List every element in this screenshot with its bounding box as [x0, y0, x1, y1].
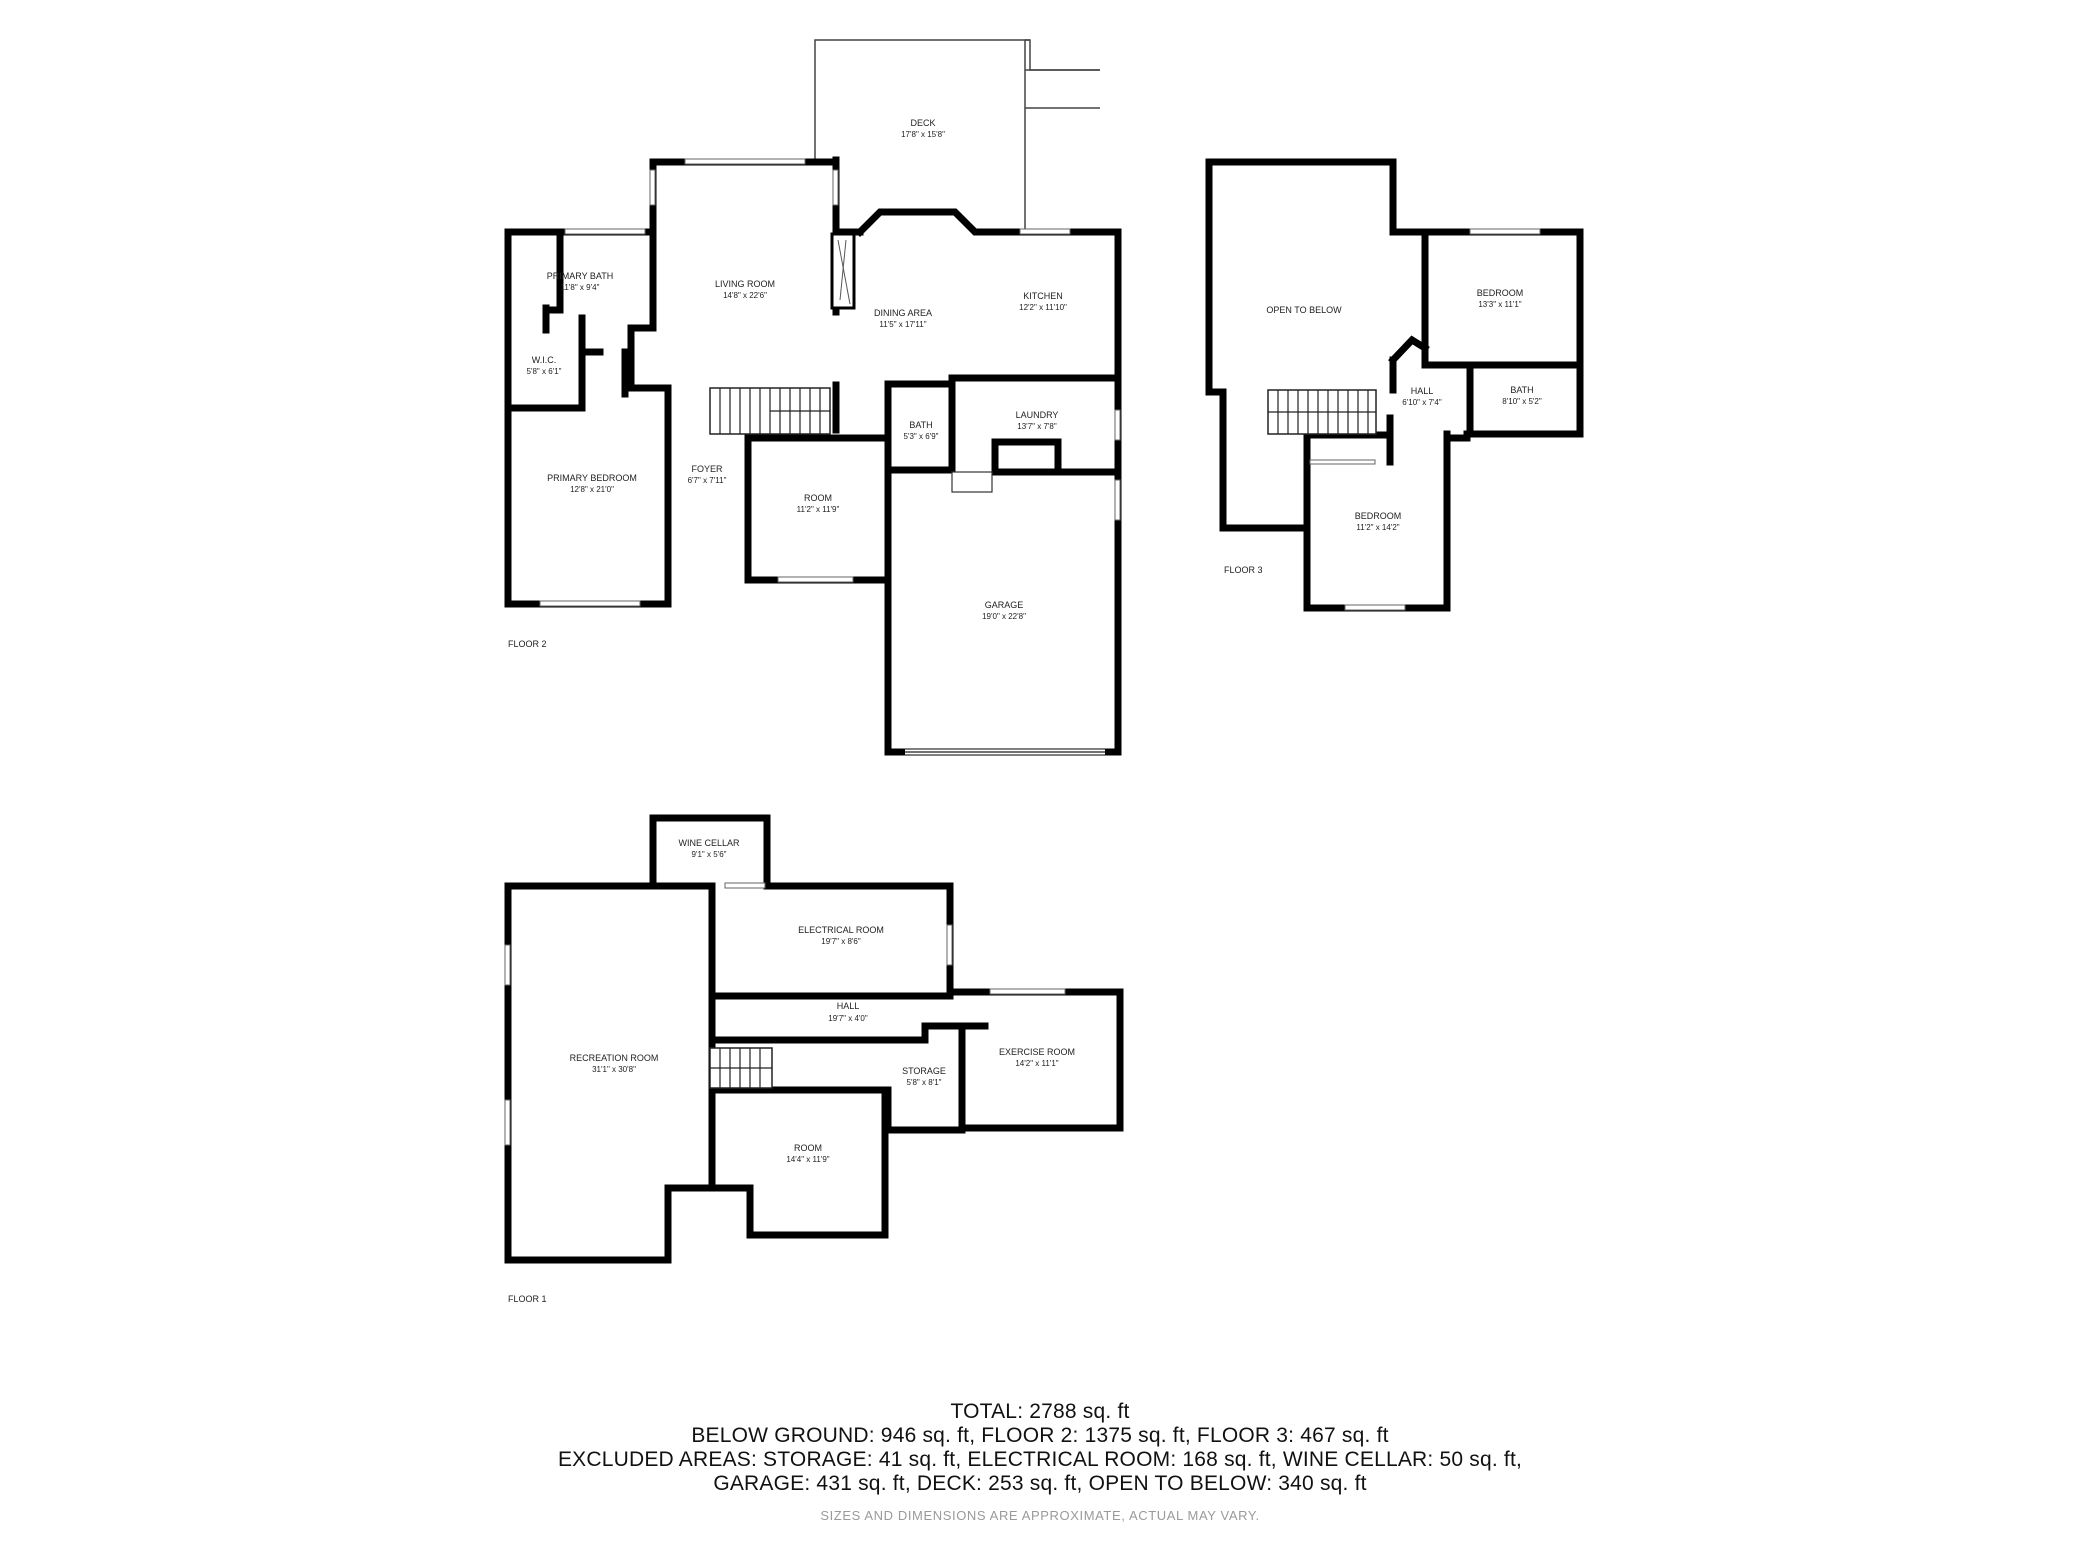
room-dimensions: 12'8" x 21'0" — [570, 485, 614, 494]
room-name: LIVING ROOM — [715, 279, 775, 289]
room-name: GARAGE — [985, 600, 1024, 610]
room-name: OPEN TO BELOW — [1266, 305, 1342, 315]
deck-outline — [814, 39, 1026, 232]
floor-1-stairs — [709, 1047, 773, 1089]
excluded-areas-continued: GARAGE: 431 sq. ft, DECK: 253 sq. ft, OP… — [713, 1472, 1367, 1495]
room-name: DECK — [910, 118, 935, 128]
room-dimensions: 14'4" x 11'9" — [786, 1155, 829, 1164]
total-area: TOTAL: 2788 sq. ft — [950, 1400, 1130, 1423]
room-dimensions: 5'3" x 6'9" — [904, 432, 939, 441]
room-dimensions: 11'2" x 11'9" — [797, 505, 840, 514]
garage-walls — [884, 466, 1122, 756]
room-dimensions: 13'7" x 7'8" — [1017, 422, 1057, 431]
floor-2-stairs — [709, 387, 831, 435]
room-dimensions: 6'7" x 7'11" — [688, 476, 727, 485]
room-dimensions: 8'10" x 5'2" — [1502, 397, 1542, 406]
room-name: W.I.C. — [532, 355, 557, 365]
disclaimer: SIZES AND DIMENSIONS ARE APPROXIMATE, AC… — [820, 1508, 1260, 1523]
floor-3-stairs — [1267, 389, 1377, 435]
living-room-walls — [649, 158, 840, 236]
room-name: PRIMARY BATH — [547, 271, 614, 281]
room-name: BEDROOM — [1477, 288, 1524, 298]
room-name: ROOM — [804, 493, 832, 503]
floor-label: FLOOR 3 — [1224, 565, 1263, 575]
room-dimensions: 14'2" x 11'1" — [1015, 1059, 1058, 1068]
dining-kitchen-walls — [855, 208, 1122, 382]
room-dimensions: 6'10" x 7'4" — [1402, 398, 1442, 407]
room-dimensions: 5'8" x 6'1" — [527, 367, 562, 376]
room-dimensions: 14'8" x 22'6" — [723, 291, 767, 300]
room-name: BATH — [1510, 385, 1533, 395]
floor-2-plan: DECK 17'8" x 15'8" LIVING ROOM 14'8" x 2… — [504, 39, 1122, 756]
room-dimensions: 12'2" x 11'10" — [1019, 303, 1067, 312]
room-name: DINING AREA — [874, 308, 932, 318]
room-name: RECREATION ROOM — [570, 1053, 659, 1063]
room-dimensions: 11'5" x 17'11" — [879, 320, 926, 329]
room-dimensions: 9'1" x 5'6" — [692, 850, 727, 859]
floor-label: FLOOR 2 — [508, 639, 547, 649]
room-name: WINE CELLAR — [678, 838, 740, 848]
room-name: ELECTRICAL ROOM — [798, 925, 884, 935]
room-dimensions: 17'8" x 15'8" — [901, 130, 945, 139]
room-name: LAUNDRY — [1016, 410, 1059, 420]
floor-3-plan: OPEN TO BELOW BEDROOM 13'3" x 11'1" HALL… — [1205, 158, 1584, 612]
room-dimensions: 11'8" x 9'4" — [561, 283, 600, 292]
room-name: BATH — [909, 420, 932, 430]
room-name: EXERCISE ROOM — [999, 1047, 1075, 1057]
room-name: KITCHEN — [1023, 291, 1063, 301]
room-dimensions: 19'0" x 22'8" — [982, 612, 1026, 621]
area-summary: TOTAL: 2788 sq. ft BELOW GROUND: 946 sq.… — [0, 1400, 2080, 1523]
room-dimensions: 11'2" x 14'2" — [1356, 523, 1399, 532]
floor-areas: BELOW GROUND: 946 sq. ft, FLOOR 2: 1375 … — [691, 1424, 1389, 1447]
room-name: STORAGE — [902, 1066, 946, 1076]
floor-1-plan: WINE CELLAR 9'1" x 5'6" ELECTRICAL ROOM … — [504, 814, 1124, 1304]
room-dimensions: 19'7" x 8'6" — [821, 937, 861, 946]
room-dimensions: 5'8" x 8'1" — [907, 1078, 942, 1087]
room-name: HALL — [1411, 386, 1434, 396]
room-name: PRIMARY BEDROOM — [547, 473, 637, 483]
room-name: HALL — [837, 1001, 860, 1011]
room-dimensions: 13'3" x 11'1" — [1478, 300, 1521, 309]
room-name: ROOM — [794, 1143, 822, 1153]
room-name: BEDROOM — [1355, 511, 1402, 521]
room-dimensions: 31'1" x 30'8" — [592, 1065, 636, 1074]
primary-suite-walls — [504, 164, 672, 608]
room-name: FOYER — [691, 464, 723, 474]
excluded-areas: EXCLUDED AREAS: STORAGE: 41 sq. ft, ELEC… — [557, 1448, 1523, 1471]
floor-label: FLOOR 1 — [508, 1294, 547, 1304]
room-dimensions: 19'7" x 4'0" — [828, 1014, 868, 1023]
